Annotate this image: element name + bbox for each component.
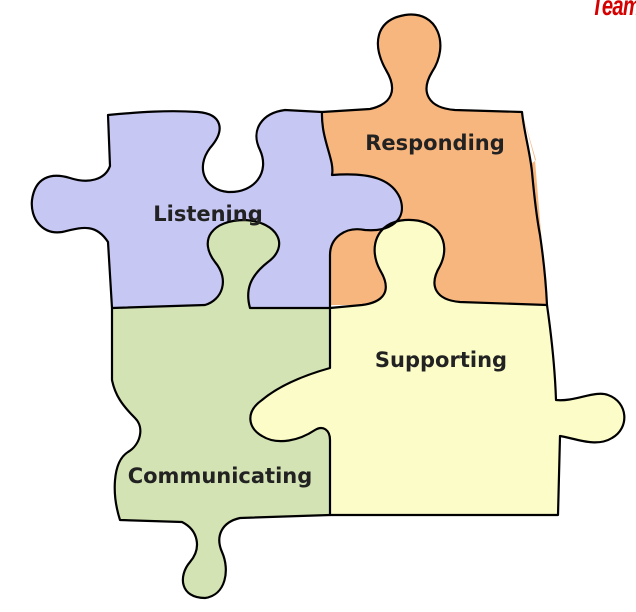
supporting-piece [250,219,625,515]
divider-top-bottom-right [328,218,549,310]
corner-title: Team [590,0,636,21]
divider-top-bottom-left [110,218,332,310]
supporting-label: Supporting [375,348,507,372]
communicating-label: Communicating [128,464,313,488]
divider-communicating-supporting [249,306,332,517]
listening-piece [31,110,402,308]
responding-block [322,14,547,305]
communicating-piece [112,220,330,598]
divider-listening-responding [320,110,403,310]
responding-label: Responding [365,131,505,155]
puzzle-outline [30,13,626,600]
listening-label: Listening [153,202,263,226]
